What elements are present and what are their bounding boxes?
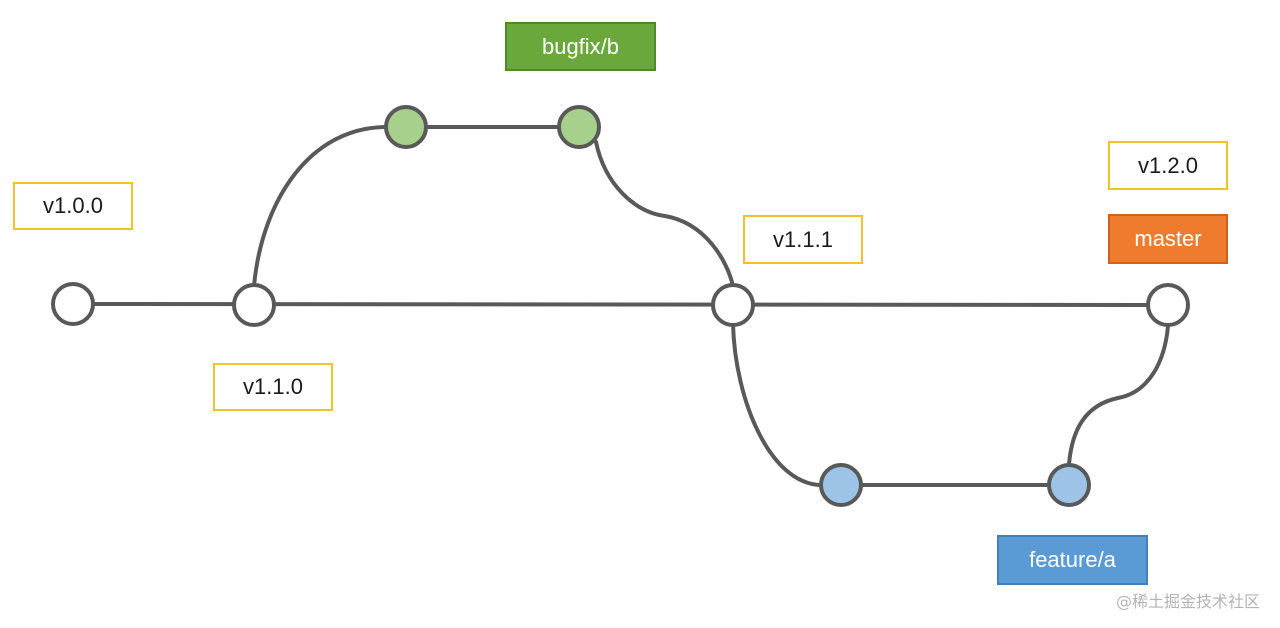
feature-commit-node-1: [819, 463, 863, 507]
commit-node-v1-1-0: [232, 283, 276, 327]
version-tag-v1-1-0: v1.1.0: [213, 363, 333, 411]
watermark-text: @稀土掘金技术社区: [1115, 592, 1260, 611]
bugfix-merge-edge: [594, 140, 735, 288]
commit-node-v1-1-1: [711, 283, 755, 327]
feature-branch-out-edge: [731, 322, 823, 487]
branch-label-master: master: [1108, 214, 1228, 264]
feature-commit-node-2: [1047, 463, 1091, 507]
bugfix-commit-node-2: [557, 105, 601, 149]
commit-node-v1-2-0: [1146, 283, 1190, 327]
branch-label-feature: feature/a: [997, 535, 1148, 585]
version-tag-v1-0-0: v1.0.0: [13, 182, 133, 230]
commit-node-v1-0-0: [51, 282, 95, 326]
version-tag-v1-1-1: v1.1.1: [743, 215, 863, 264]
bugfix-commit-node-1: [384, 105, 428, 149]
bugfix-branch-out-edge: [252, 125, 387, 288]
feature-merge-edge: [1067, 324, 1170, 466]
branch-label-bugfix: bugfix/b: [505, 22, 656, 71]
version-tag-v1-2-0: v1.2.0: [1108, 141, 1228, 190]
